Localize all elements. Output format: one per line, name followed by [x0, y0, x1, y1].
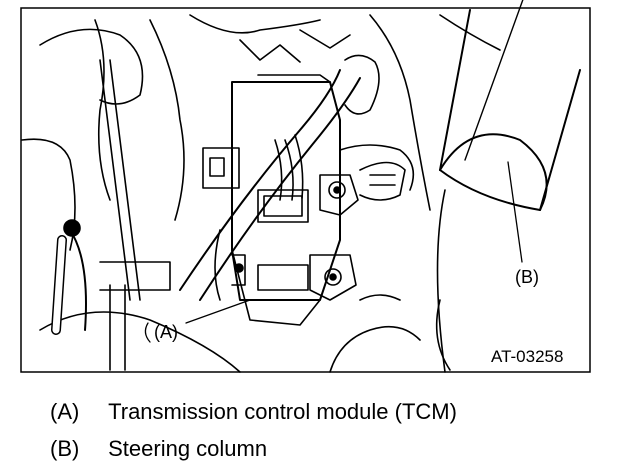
legend-key: (A) [50, 399, 80, 424]
legend-row-b: (B) Steering column [50, 436, 267, 462]
engine-bay-drawing [21, 0, 581, 373]
figure-code: AT-03258 [491, 347, 563, 366]
legend-row-a: (A) Transmission control module (TCM) [50, 399, 457, 425]
tcm-location-illustration: (B) (A) AT-03258 [20, 0, 591, 373]
legend-text: Transmission control module (TCM) [108, 399, 457, 424]
callout-a: (A) [154, 322, 178, 342]
callout-b: (B) [515, 267, 539, 287]
legend-text: Steering column [108, 436, 268, 461]
legend-key: (B) [50, 436, 80, 461]
